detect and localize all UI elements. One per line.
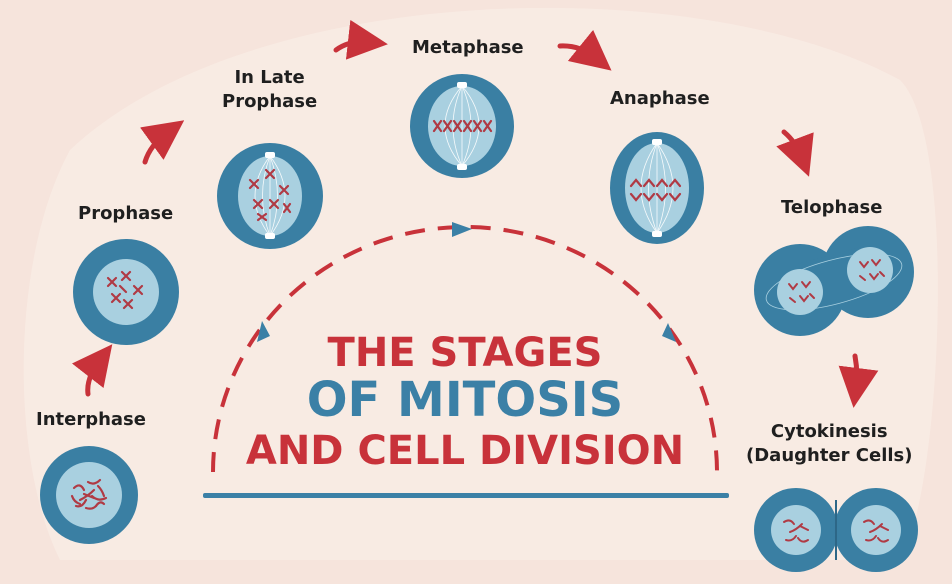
metaphase-cell [410, 74, 514, 178]
cytokinesis-cells [754, 488, 918, 572]
title-line-1: THE STAGES [327, 330, 603, 376]
label-prophase: Prophase [78, 203, 174, 224]
cycle-arrow-right-icon [662, 323, 676, 342]
stage-arrows [71, 19, 879, 408]
title-line-2: OF MITOSIS [306, 372, 624, 428]
late-prophase-cell [217, 143, 323, 249]
arrow-late-prophase-to-metaphase [333, 19, 388, 60]
label-cytokinesis: Cytokinesis (Daughter Cells) [746, 421, 913, 466]
anaphase-cell [610, 132, 704, 244]
arrow-telophase-to-cytokinesis [838, 353, 879, 408]
label-telophase: Telophase [781, 197, 883, 218]
arrow-interphase-to-prophase [71, 344, 113, 397]
label-metaphase: Metaphase [412, 37, 524, 58]
telophase-cell [754, 226, 914, 336]
prophase-cell [73, 239, 179, 345]
interphase-cell [40, 446, 138, 544]
label-late-prophase: In Late Prophase [222, 67, 318, 112]
dashed-arc-red [211, 225, 719, 473]
arrow-anaphase-to-telophase [776, 129, 814, 177]
title-line-3: AND CELL DIVISION [245, 428, 685, 474]
arrow-prophase-to-late-prophase [140, 120, 185, 165]
label-interphase: Interphase [36, 409, 146, 430]
cycle-arrow-left-icon [257, 321, 270, 342]
label-anaphase: Anaphase [610, 88, 710, 109]
cycle-arc [211, 222, 719, 473]
arrow-metaphase-to-anaphase [557, 29, 612, 71]
background-blob [23, 7, 938, 560]
cycle-arrow-top-icon [452, 222, 472, 237]
title-baseline [203, 493, 729, 498]
